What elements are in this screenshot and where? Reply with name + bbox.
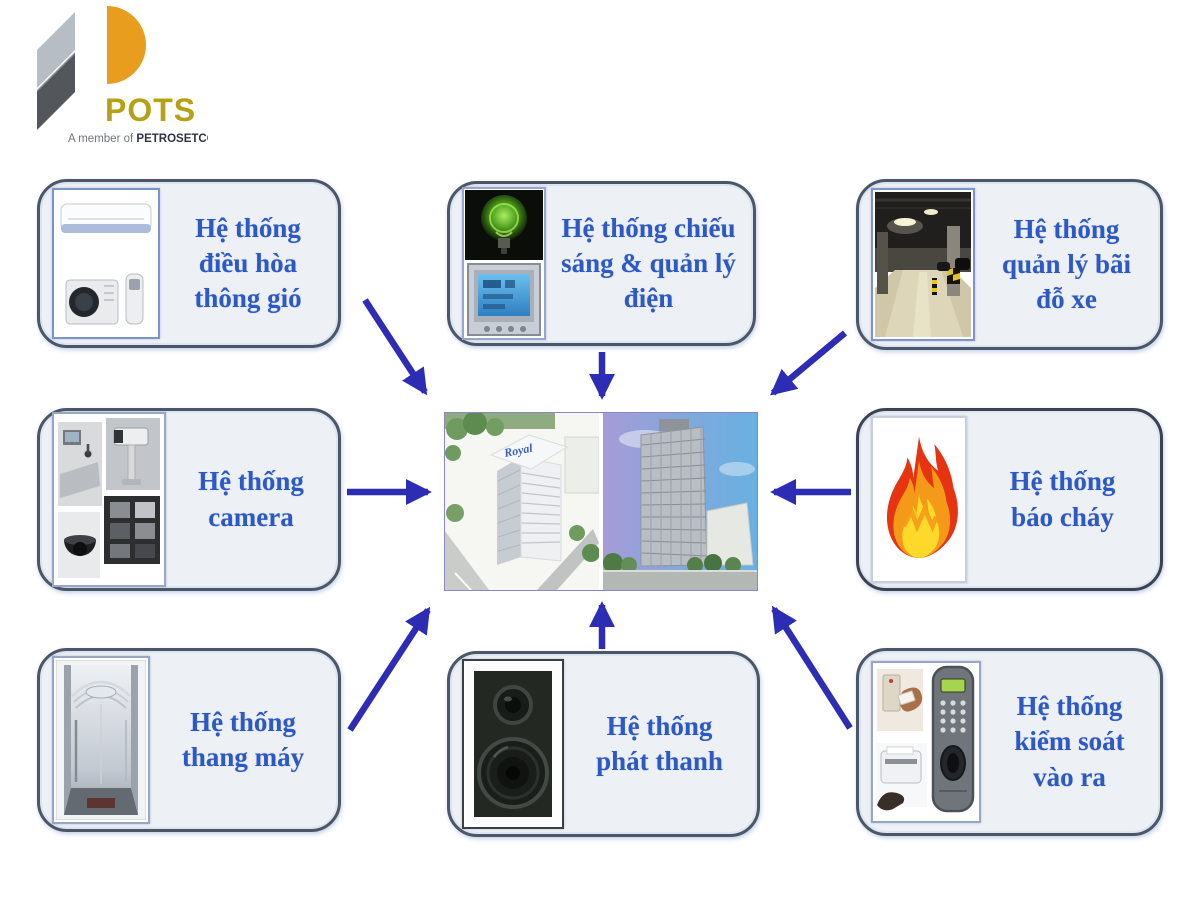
logo-leaf-dark: [37, 54, 75, 130]
system-box-hvac: Hệ thống điều hòa thông gió: [37, 179, 341, 348]
arrow-parking-to-center: [770, 330, 848, 396]
air-conditioner-icon: [52, 188, 160, 339]
system-label-camera: Hệ thống camera: [176, 464, 326, 534]
system-box-fire: Hệ thống báo cháy: [856, 408, 1163, 591]
arrow-elevator-to-center: [347, 606, 431, 732]
access-control-icon: [871, 661, 981, 823]
system-label-access: Hệ thống kiểm soát vào ra: [991, 689, 1148, 794]
building-elevation-view: [603, 413, 757, 590]
pots-logo: POTS A member of PETROSETCO: [37, 6, 208, 145]
label-line: sáng & quản lý: [561, 247, 736, 278]
label-line: điện: [623, 283, 674, 314]
system-label-pa: Hệ thống phát thanh: [574, 709, 745, 779]
bulb-and-meter-icon: [462, 187, 546, 340]
label-line: Hệ thống: [198, 466, 304, 497]
system-label-elevator: Hệ thống thang máy: [160, 705, 326, 775]
system-box-lighting: Hệ thống chiếu sáng & quản lý điện: [447, 181, 756, 346]
system-box-elevator: Hệ thống thang máy: [37, 648, 341, 832]
system-box-access: Hệ thống kiểm soát vào ra: [856, 648, 1163, 836]
label-line: thang máy: [181, 742, 305, 772]
system-box-parking: Hệ thống quản lý bãi đỗ xe: [856, 179, 1163, 350]
label-line: Hệ thống: [1016, 691, 1123, 722]
label-line: Hệ thống: [606, 710, 713, 741]
label-line: kiểm soát: [1014, 726, 1125, 757]
label-line: điều hòa: [198, 247, 298, 278]
system-label-fire: Hệ thống báo cháy: [977, 464, 1148, 534]
logo-leaf-light: [37, 12, 75, 88]
label-line: camera: [208, 501, 294, 532]
pots-logo-mark: [37, 6, 146, 130]
rooftop-sign-text: Royal: [502, 441, 534, 461]
label-line: thông gió: [194, 283, 302, 314]
label-line: Hệ thống chiếu: [561, 212, 736, 243]
logo-tagline: A member of PETROSETCO: [68, 133, 208, 145]
system-box-camera: Hệ thống camera: [37, 408, 341, 591]
building-aerial-view: Royal: [445, 411, 600, 591]
system-box-pa: Hệ thống phát thanh: [447, 651, 760, 837]
label-line: báo cháy: [1011, 501, 1114, 532]
label-line: Hệ thống: [1009, 466, 1116, 497]
elevator-cabin-icon: [52, 656, 150, 824]
label-line: đỗ xe: [1036, 284, 1097, 315]
logo-brand-text: POTS: [105, 92, 196, 128]
label-line: vào ra: [1033, 761, 1106, 792]
logo-orange-p: [107, 6, 146, 84]
label-line: Hệ thống: [190, 706, 296, 737]
parking-garage-icon: [871, 188, 975, 341]
label-line: quản lý bãi: [1001, 248, 1132, 279]
loudspeaker-icon: [462, 659, 564, 829]
arrow-hvac-to-center: [362, 298, 428, 396]
label-line: phát thanh: [596, 746, 723, 776]
central-building-image: Royal: [444, 411, 758, 591]
label-line: Hệ thống: [195, 212, 301, 243]
system-label-hvac: Hệ thống điều hòa thông gió: [170, 211, 326, 316]
cctv-collage-icon: [52, 412, 166, 587]
system-label-parking: Hệ thống quản lý bãi đỗ xe: [985, 212, 1148, 317]
label-line: Hệ thống: [1013, 213, 1120, 244]
arrow-access-to-center: [771, 605, 853, 730]
flame-icon: [871, 416, 967, 583]
system-label-lighting: Hệ thống chiếu sáng & quản lý điện: [556, 211, 741, 316]
base-trees: [603, 553, 741, 573]
